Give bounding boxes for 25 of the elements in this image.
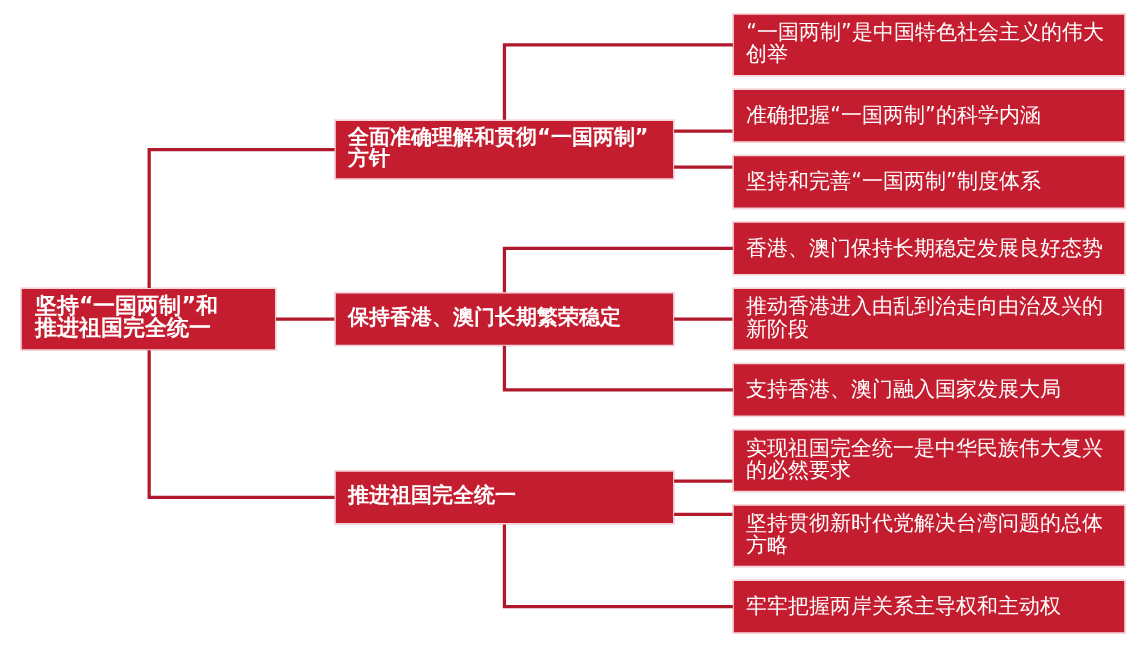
connector (502, 246, 733, 293)
connector (275, 317, 334, 321)
connector (673, 129, 732, 133)
node-box: 推进祖国完全统一 (333, 470, 675, 525)
node-box: 保持香港、澳门长期繁荣稳定 (333, 291, 675, 347)
node-box: 准确把握“一国两制”的科学内涵 (731, 88, 1126, 144)
connector (147, 350, 335, 500)
node-box: 香港、澳门保持长期稳定发展良好态势 (731, 220, 1126, 276)
connector (673, 479, 732, 483)
connector (673, 317, 732, 321)
connector (502, 345, 733, 392)
connector (147, 147, 335, 288)
node-box: 坚持和完善“一国两制”制度体系 (731, 154, 1126, 210)
node-box: 全面准确理解和贯彻“一国两制”方针 (333, 119, 675, 180)
node-box: 牢牢把握两岸关系主导权和主动权 (731, 579, 1126, 634)
node-box: 坚持贯彻新时代党解决台湾问题的总体方略 (731, 503, 1126, 568)
node-box: “一国两制”是中国特色社会主义的伟大创举 (731, 13, 1126, 77)
node-box: 坚持“一国两制”和推进祖国完全统一 (19, 287, 277, 351)
connector (673, 165, 732, 169)
connector (673, 512, 732, 517)
node-box: 实现祖国完全统一是中华民族伟大复兴的必然要求 (731, 428, 1126, 493)
connector (502, 524, 733, 609)
node-box: 推动香港进入由乱到治走向由治及兴的新阶段 (731, 287, 1126, 351)
node-box: 支持香港、澳门融入国家发展大局 (731, 362, 1126, 418)
connector (502, 43, 733, 120)
